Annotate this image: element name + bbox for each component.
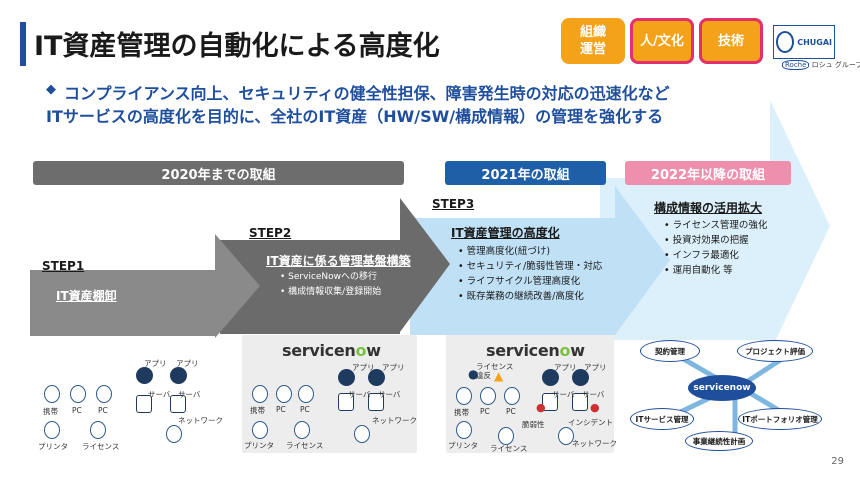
pc-icon [96,385,112,403]
arrow-step1 [30,234,260,338]
hub-node-contract: 契約管理 [640,340,700,362]
pc-icon [480,387,496,405]
list-item: 運用自動化 等 [664,263,767,278]
list-item: 構成情報収集/登録開始 [280,285,381,300]
printer-icon [252,421,268,439]
step2-label: STEP2 [249,226,292,240]
arrow-step2 [220,198,450,334]
hub-node-portfolio: ITポートフォリオ管理 [738,408,822,430]
pc-icon [276,385,292,403]
violation-label: ライセンス 違反 [476,362,514,380]
user-icon: ● [468,367,479,381]
server-icon [338,393,354,411]
asset-panel-3: servicenow ライセンス 違反 ● ▲ アプリ アプリ 携帯 PC PC… [446,335,617,453]
list-item: ライセンス管理の強化 [664,218,768,233]
list-item: 既存業務の継続改善/高度化 [458,289,602,304]
app-icon [338,369,355,386]
step3-label: STEP3 [432,197,475,211]
chugai-logo: CHUGAI [773,25,835,59]
hub-center: servicenow [688,375,756,401]
printer-icon [456,421,472,439]
app-icon [368,369,385,386]
server-icon [136,395,152,413]
tag-culture: 人/文化 [630,18,694,64]
mobile-icon [456,387,472,405]
logo-group: Roche ロシュ グループ [782,60,860,70]
warning-icon: ▲ [494,369,504,383]
printer-icon [44,421,60,439]
list-item: ライフサイクル管理高度化 [458,274,602,289]
mobile-icon [252,385,268,403]
step3-head: IT資産管理の高度化 [451,226,560,240]
app-icon [170,367,187,384]
server-icon [542,393,558,411]
license-icon [498,427,514,445]
future-head: 構成情報の活用拡大 [654,201,763,215]
asset-panel-1: アプリ アプリ 携帯 PC PC サーバ サーバ ネットワーク プリンタ ライセ… [38,359,223,451]
hub-node-bcp: 事業継続性計画 [685,431,753,451]
list-item: ServiceNowへの移行 [280,270,381,285]
title-accent [20,22,26,66]
hub-node-project: プロジェクト評価 [737,340,813,362]
app-icon [542,369,559,386]
network-icon [166,425,182,443]
phase-2020: 2020年までの取組 [33,161,404,185]
pc-icon [504,387,520,405]
step2-bullets: ServiceNowへの移行 構成情報収集/登録開始 [280,270,381,300]
alert-icon: ● [536,401,546,414]
list-item: セキュリティ/脆弱性管理・対応 [458,259,603,274]
phase-2022: 2022年以降の取組 [625,161,791,185]
asset-panel-2: servicenow アプリ アプリ 携帯 PC PC サーバ サーバ ネットワ… [242,335,417,453]
servicenow-logo: servicenow [282,341,381,360]
list-item: インフラ最適化 [664,248,767,263]
server-icon [368,393,384,411]
servicenow-logo: servicenow [486,341,585,360]
alert-icon: ● [590,401,600,414]
tag-technology: 技術 [699,18,763,64]
server-icon [572,393,588,411]
license-icon [294,421,310,439]
logo-mark-icon [776,31,795,53]
step3-bullets: 管理高度化(紐づけ) セキュリティ/脆弱性管理・対応 ライフサイクル管理高度化 … [458,244,603,304]
hub-node-itsm: ITサービス管理 [630,408,694,430]
step2-head: IT資産に係る管理基盤構築 [266,254,411,268]
list-item: 管理高度化(紐づけ) [458,244,602,259]
lead-line-2: ITサービスの高度化を目的に、全社のIT資産（HW/SW/構成情報）の管理を強化… [46,107,664,126]
network-icon [558,427,574,445]
pc-icon [70,385,86,403]
server-icon [170,395,186,413]
mobile-icon [44,385,60,403]
license-icon [90,421,106,439]
step1-head: IT資産棚卸 [56,289,117,303]
step1-label: STEP1 [42,259,85,273]
tag-organization: 組織 運営 [561,18,625,64]
bullet-diamond-icon: ◆ [46,82,56,97]
future-bullets: ライセンス管理の強化 投資対効果の把握 インフラ最適化 運用自動化 等 [664,218,768,278]
page-number: 29 [831,456,844,467]
app-icon [136,367,153,384]
app-icon [572,369,589,386]
network-icon [354,425,370,443]
phase-2021: 2021年の取組 [445,161,606,185]
list-item: 投資対効果の把握 [664,233,767,248]
lead-line-1: コンプライアンス向上、セキュリティの健全性担保、障害発生時の対応の迅速化など [64,84,670,103]
page-title: IT資産管理の自動化による高度化 [34,31,440,62]
pc-icon [298,385,314,403]
